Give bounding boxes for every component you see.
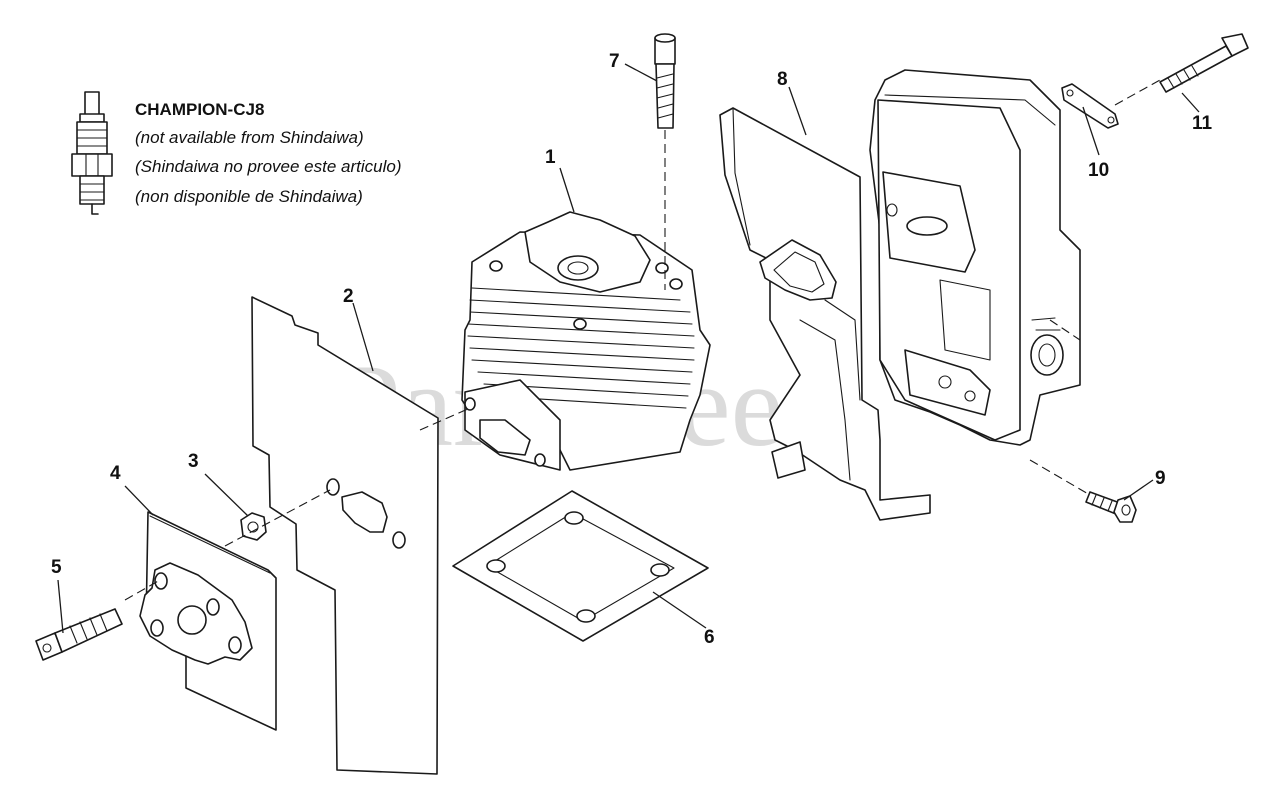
callout-7: 7 — [609, 51, 620, 72]
callout-1: 1 — [545, 147, 556, 168]
alignment-lines — [124, 79, 1161, 601]
heat-shield-plate — [251, 296, 439, 775]
callout-3: 3 — [188, 451, 199, 472]
callout-2: 2 — [343, 286, 354, 307]
spark-plug-note-line: (not available from Shindaiwa) — [135, 128, 364, 147]
callout-9: 9 — [1155, 468, 1166, 489]
base-gasket — [452, 490, 709, 642]
callout-11: 11 — [1192, 113, 1213, 134]
callout-4: 4 — [110, 463, 121, 484]
spark-plug-note-line: (non disponible de Shindaiwa) — [135, 187, 363, 206]
callout-6: 6 — [704, 627, 715, 648]
washer — [1061, 83, 1119, 129]
spark-plug-note-title: CHAMPION-CJ8 — [135, 100, 264, 119]
muffler-bracket — [719, 107, 931, 521]
callout-10: 10 — [1088, 160, 1109, 181]
cylinder — [461, 211, 711, 471]
muffler — [869, 69, 1081, 446]
long-bolt — [1159, 33, 1249, 93]
spark-plug-illustration — [71, 91, 113, 215]
callout-8: 8 — [777, 69, 788, 90]
cap-screw-top — [654, 33, 676, 129]
intake-flange — [139, 562, 253, 665]
leader-lines — [57, 63, 1200, 634]
socket-bolt-left — [35, 608, 123, 661]
callout-5: 5 — [51, 557, 62, 578]
spark-plug-note-line: (Shindaiwa no provee este articulo) — [135, 157, 401, 176]
